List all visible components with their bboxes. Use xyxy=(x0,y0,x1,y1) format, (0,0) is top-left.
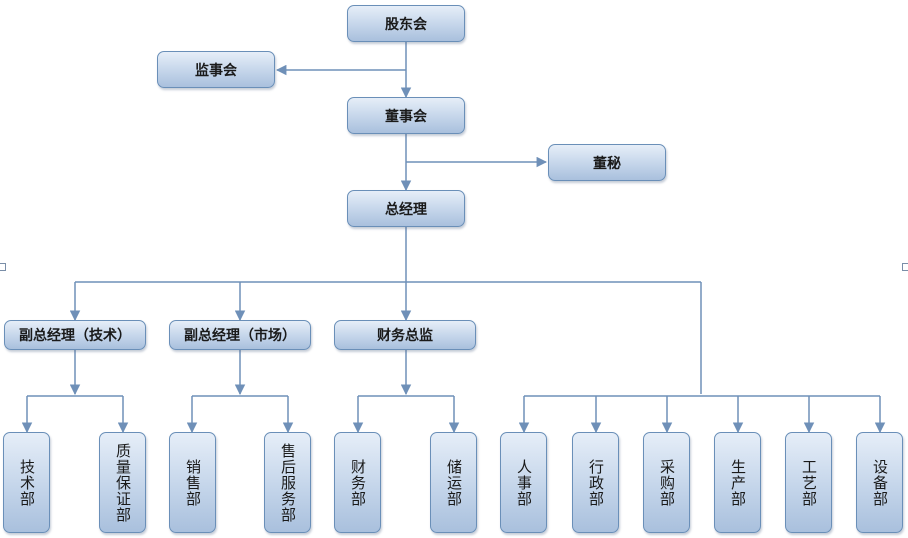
node-purchase-dept: 采购部 xyxy=(643,432,690,533)
node-admin-dept: 行政部 xyxy=(572,432,619,533)
node-hr-dept: 人事部 xyxy=(500,432,547,533)
node-logistics-dept: 储运部 xyxy=(430,432,477,533)
margin-mark-left xyxy=(0,263,6,271)
node-aftersales-dept: 售后服务部 xyxy=(264,432,311,533)
node-general-manager: 总经理 xyxy=(347,190,465,227)
node-sales-dept: 销售部 xyxy=(169,432,216,533)
node-equipment-dept: 设备部 xyxy=(856,432,903,533)
node-process-dept: 工艺部 xyxy=(785,432,832,533)
node-qa-dept: 质量保证部 xyxy=(99,432,146,533)
node-vp-market: 副总经理（市场） xyxy=(169,320,311,350)
node-secretary: 董秘 xyxy=(548,144,666,181)
node-tech-dept: 技术部 xyxy=(3,432,50,533)
node-board: 董事会 xyxy=(347,97,465,134)
node-shareholders: 股东会 xyxy=(347,5,465,42)
node-cfo: 财务总监 xyxy=(334,320,476,350)
node-supervisors: 监事会 xyxy=(157,51,275,88)
node-finance-dept: 财务部 xyxy=(334,432,381,533)
node-vp-tech: 副总经理（技术） xyxy=(4,320,146,350)
margin-mark-right xyxy=(902,263,908,271)
node-production-dept: 生产部 xyxy=(714,432,761,533)
